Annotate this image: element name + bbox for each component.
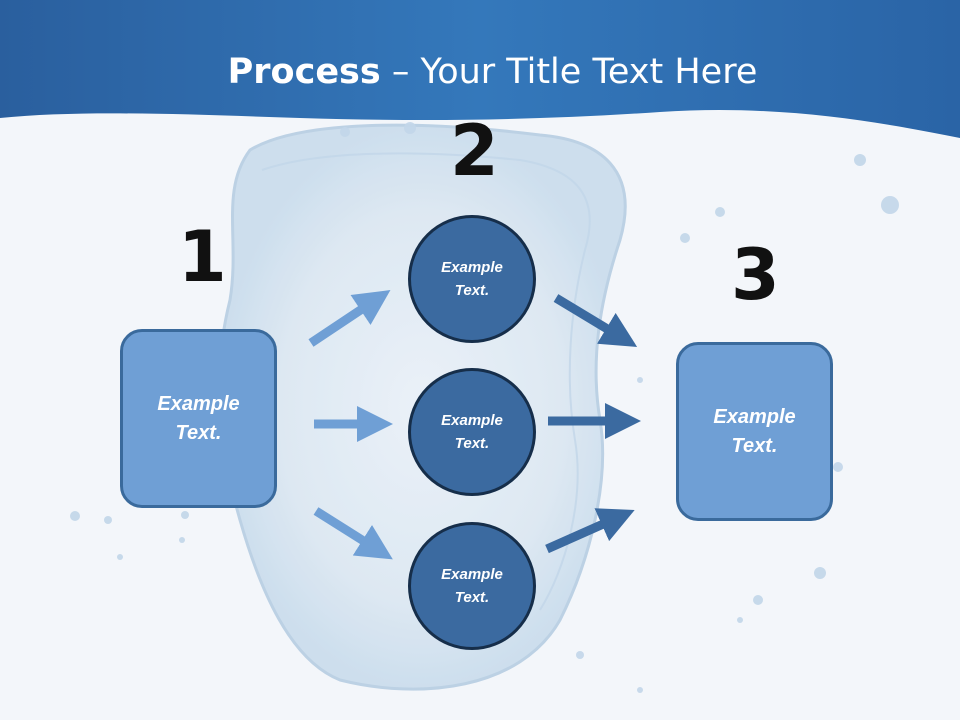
arrow-bottom-to-right <box>545 508 635 554</box>
circle-middle: Example Text. <box>408 368 536 496</box>
circle-top-text: Example Text. <box>441 259 503 299</box>
circle-bottom-text: Example Text. <box>441 566 503 606</box>
header-band <box>0 0 960 138</box>
circle-middle-text: Example Text. <box>441 412 503 452</box>
step-number-3: 3 <box>731 234 780 316</box>
arrow-top-to-right <box>553 294 638 347</box>
right-box: Example Text. <box>676 342 833 521</box>
title-rest: – Your Title Text Here <box>380 52 758 92</box>
water-droplets <box>70 122 899 693</box>
left-box: Example Text. <box>120 329 277 508</box>
circle-bottom: Example Text. <box>408 522 536 650</box>
title-bold: Process <box>227 52 381 92</box>
arrow-left-to-bottom <box>313 507 393 560</box>
circle-top: Example Text. <box>408 215 536 343</box>
slide-title: Process – Your Title Text Here <box>0 52 960 92</box>
arrow-left-to-top <box>308 290 391 347</box>
left-box-text: Example Text. <box>157 392 240 444</box>
step-number-2: 2 <box>450 110 499 192</box>
step-number-1: 1 <box>178 216 227 298</box>
right-box-text: Example Text. <box>713 405 796 457</box>
